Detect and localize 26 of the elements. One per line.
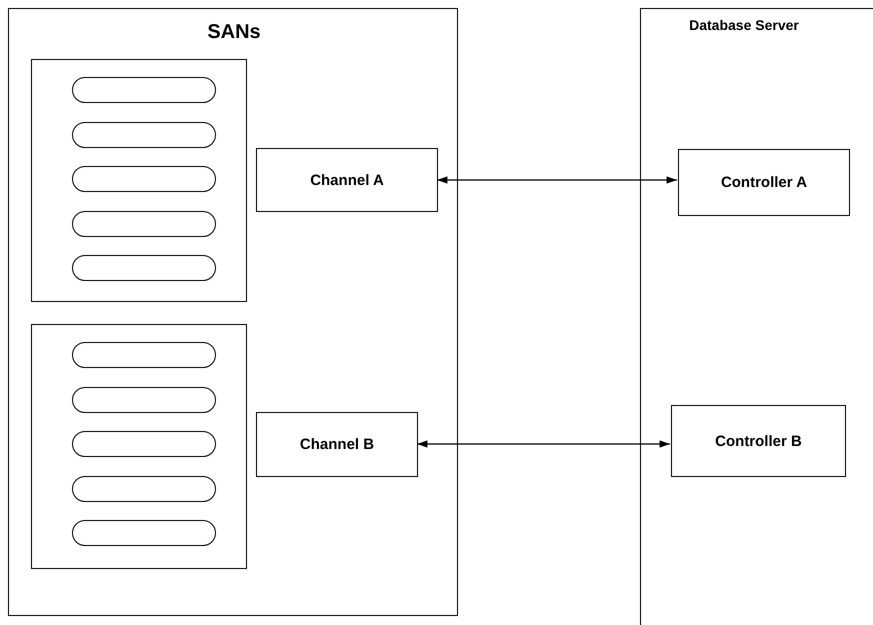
channel-box [256,148,438,212]
box-label: Controller B [715,432,802,450]
server-box [640,8,873,625]
controller-box [678,149,850,216]
disk-enclosure [31,324,247,569]
box-label: Channel B [300,436,374,453]
disk-slot [72,387,216,413]
disk-slot [72,476,216,502]
double-arrow [437,176,677,184]
group-title: SANs [206,21,262,44]
channel-box [256,412,418,477]
disk-slot [72,431,216,457]
controller-box [671,405,846,477]
storage-box [8,8,458,616]
disk-slot [72,211,216,237]
disk-slot [72,166,216,192]
disk-enclosure [31,59,247,302]
disk-slot [72,342,216,368]
box-label: Controller A [720,174,808,191]
group-title: Database Server [688,17,800,33]
disk-slot [72,255,216,281]
disk-slot [72,122,216,148]
disk-slot [72,520,216,546]
double-arrow [417,440,670,448]
box-label: Channel A [310,172,384,188]
disk-slot [72,77,216,103]
